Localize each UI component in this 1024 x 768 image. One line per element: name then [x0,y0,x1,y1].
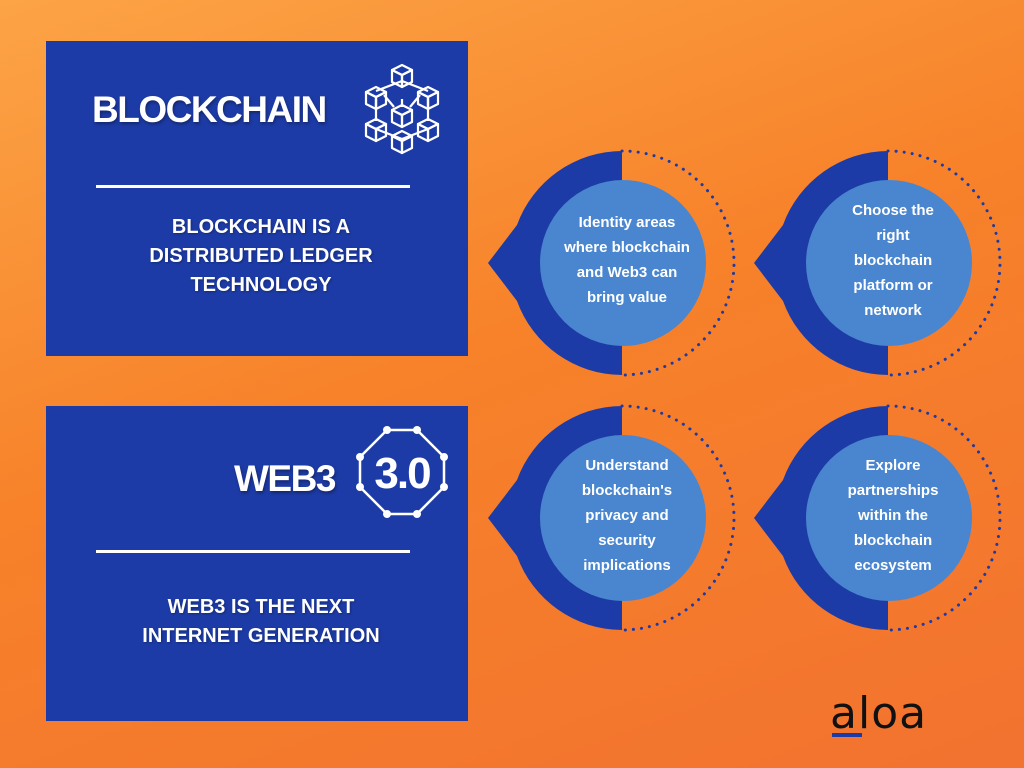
step-text-line: blockchain's [581,481,673,499]
aloa-logo-underline [832,733,862,737]
step-text-line: where blockchain [564,239,690,256]
step-text-line: partnerships [847,481,939,499]
step-text: Explore partnerships within the blockcha… [808,431,978,599]
step-text-line: Understand [585,456,669,474]
blockchain-description-line: DISTRIBUTED LEDGER [149,245,373,267]
step-text-line: platform or [853,276,933,294]
web3-panel: WEB3 3.0 WEB3 IS THE NEXT INTERNET GENER… [46,406,468,721]
step-circle-2: Choose the right blockchain platform or … [752,148,1012,378]
step-text-line: and Web3 can [576,264,678,281]
step-text-line: network [864,301,922,319]
blockchain-description-line: BLOCKCHAIN IS A [171,216,351,238]
step-text-line: Identity areas [578,214,676,231]
blockchain-cubes-icon [354,63,450,160]
step-circle-frame [488,404,736,632]
step-text: Understand blockchain's privacy and secu… [542,431,712,599]
web3-badge: 3.0 [374,449,430,498]
step-text-line: Explore [865,456,921,474]
step-circle-frame [754,149,1002,377]
step-text-line: blockchain [853,251,933,269]
step-circle-3: Understand blockchain's privacy and secu… [486,403,746,633]
blockchain-title: BLOCKCHAIN [92,89,327,130]
step-circle-frame [488,149,736,377]
web3-description: WEB3 IS THE NEXT INTERNET GENERATION [76,593,446,651]
step-text-line: right [876,226,910,244]
blockchain-panel: BLOCKCHAIN [46,41,468,356]
web3-divider [96,550,410,553]
step-text-line: Choose the [852,201,934,219]
step-text-line: blockchain [853,531,933,549]
step-text: Identity areas where blockchain and Web3… [542,176,712,344]
aloa-logo: aloa [830,688,928,739]
step-text-line: ecosystem [854,556,932,574]
web3-description-line: WEB3 IS THE NEXT [167,596,355,618]
step-circle-1: Identity areas where blockchain and Web3… [486,148,746,378]
web3-title: WEB3 [234,458,336,499]
blockchain-description-line: TECHNOLOGY [190,274,332,296]
step-text: Choose the right blockchain platform or … [808,176,978,344]
step-text-line: security [598,531,656,549]
web3-octagon-icon: 3.0 [352,422,452,527]
step-text-line: implications [583,556,671,574]
step-text-line: bring value [586,289,668,306]
step-circle-4: Explore partnerships within the blockcha… [752,403,1012,633]
step-text-line: privacy and [585,506,669,524]
blockchain-description: BLOCKCHAIN IS A DISTRIBUTED LEDGER TECHN… [76,213,446,300]
step-circle-frame [754,404,1002,632]
web3-description-line: INTERNET GENERATION [142,625,380,647]
blockchain-divider [96,185,410,188]
step-text-line: within the [857,506,928,524]
